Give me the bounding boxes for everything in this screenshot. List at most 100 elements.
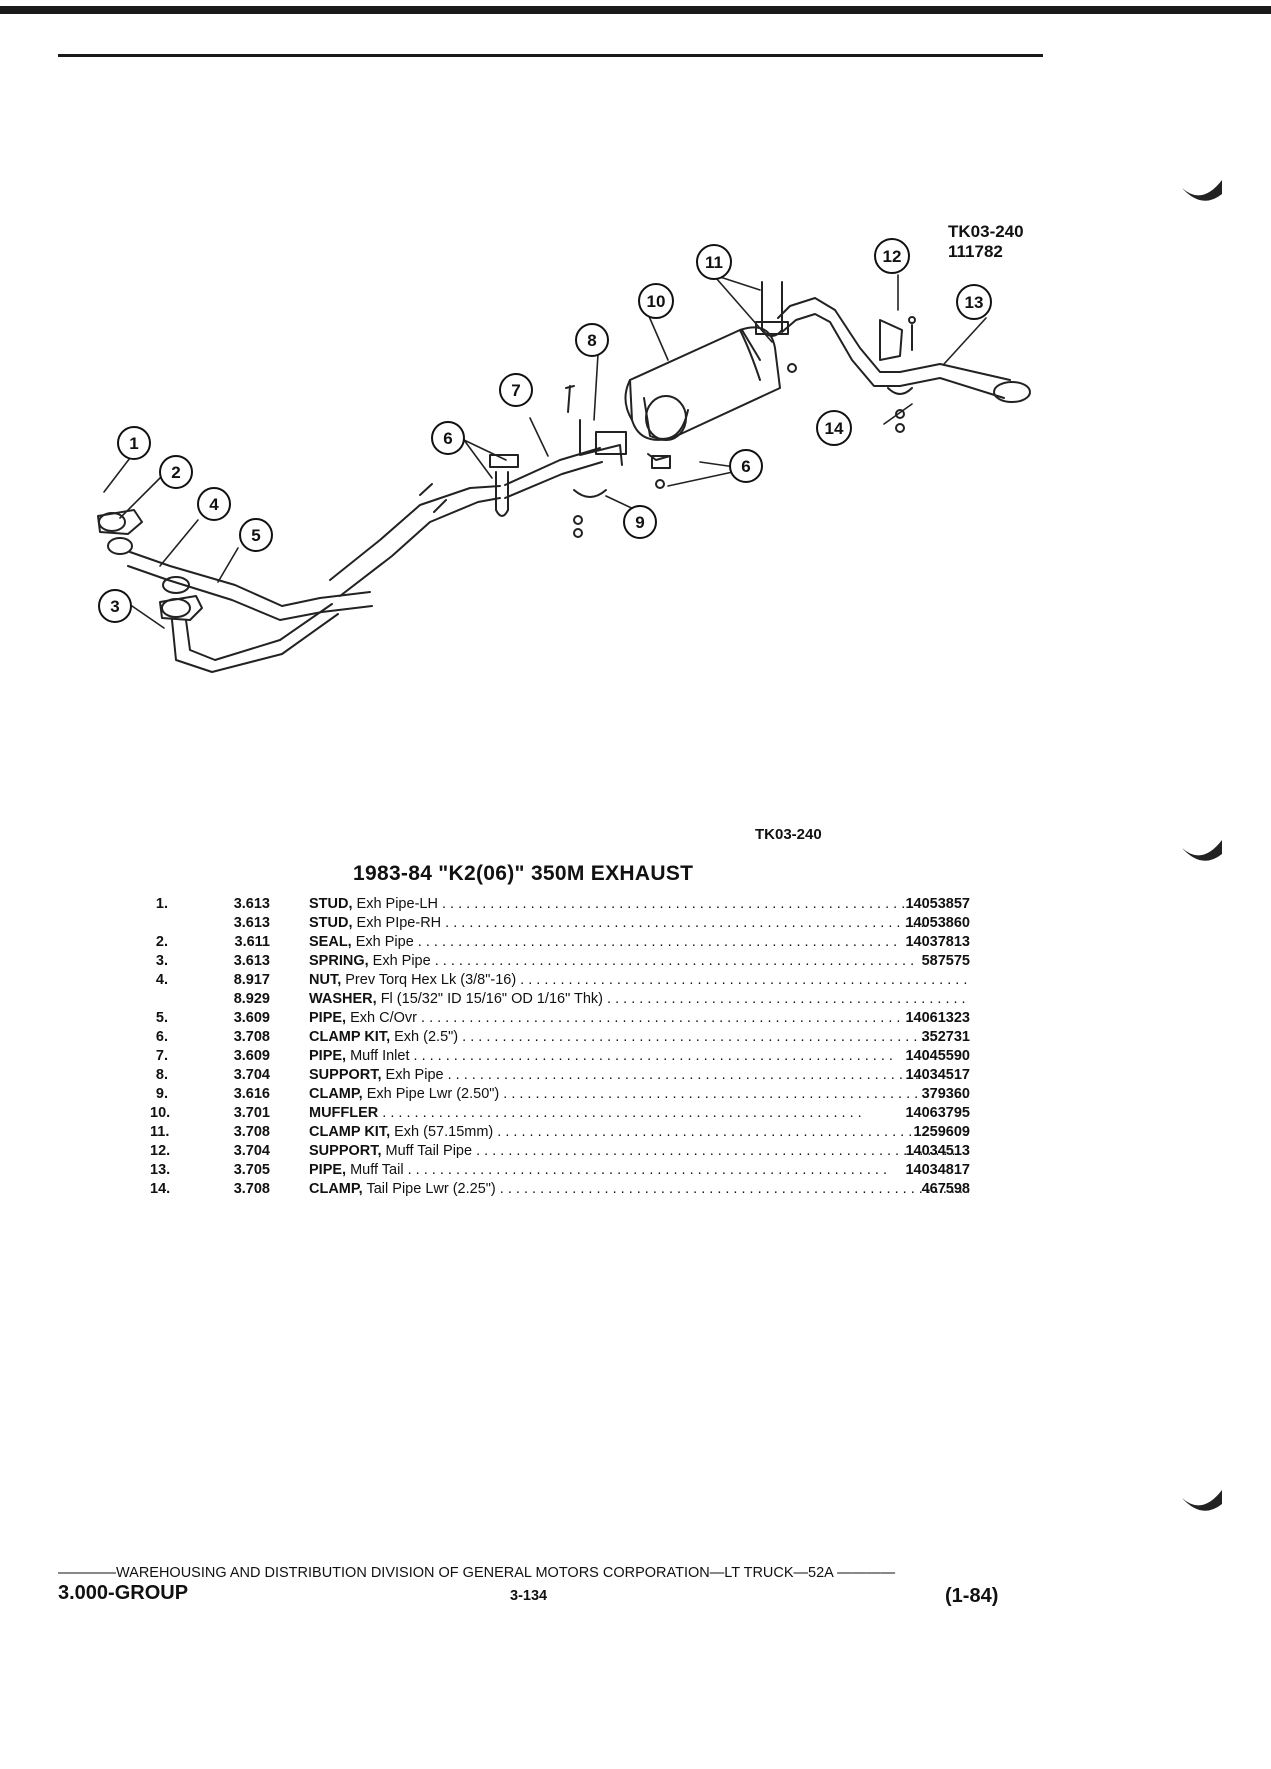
callout-10: 10 — [638, 283, 674, 319]
svg-text:14: 14 — [825, 419, 844, 438]
part-detail: Exh (57.15mm) — [390, 1124, 494, 1140]
callout-1: 1 — [117, 426, 151, 460]
svg-text:12: 12 — [883, 247, 902, 266]
callout-3: 3 — [98, 589, 132, 623]
svg-text:4: 4 — [209, 495, 219, 514]
svg-text:6: 6 — [741, 457, 750, 476]
callout-12: 12 — [874, 238, 910, 274]
callout-6: 6 — [431, 421, 465, 455]
part-catalog-number: 14061323 — [905, 1010, 970, 1026]
callout-13: 13 — [956, 284, 992, 320]
part-number: 5. — [155, 1010, 168, 1026]
leader-dots: . . . . . . . . . . . . . . . . . . . . … — [607, 991, 969, 1007]
callout-leaders — [103, 274, 987, 629]
part-catalog-number: 14045590 — [905, 1048, 970, 1064]
leader-dots: . . . . . . . . . . . . . . . . . . . . … — [409, 1048, 893, 1064]
u-clamp-left — [489, 454, 519, 517]
part-number: 1. — [155, 896, 168, 912]
part-detail: Exh Pipe-LH — [352, 896, 438, 912]
part-catalog-number: 14053857 — [905, 896, 970, 912]
svg-text:11: 11 — [705, 253, 723, 272]
svg-text:5: 5 — [251, 526, 260, 545]
part-name: CLAMP KIT, — [309, 1124, 391, 1140]
group-number: 8.917 — [233, 972, 270, 988]
part-description: WASHER, Fl (15/32" ID 15/16" OD 1/16" Th… — [309, 990, 969, 1009]
tail-pipe — [777, 297, 1031, 403]
part-number: 14. — [150, 1181, 171, 1197]
group-number: 3.708 — [233, 1029, 270, 1045]
leader-dots: . . . . . . . . . . . . . . . . . . . . … — [499, 1086, 969, 1102]
footer-group: 3.000-GROUP — [58, 1582, 189, 1604]
svg-text:9: 9 — [635, 513, 644, 532]
muffler — [624, 326, 781, 441]
part-description: STUD, Exh Pipe-LH . . . . . . . . . . . … — [309, 895, 969, 914]
group-number: 3.609 — [233, 1048, 270, 1064]
part-description: PIPE, Exh C/Ovr . . . . . . . . . . . . … — [309, 1009, 969, 1028]
part-name: SPRING, — [309, 953, 369, 969]
part-description: PIPE, Muff Tail . . . . . . . . . . . . … — [309, 1161, 969, 1180]
callout-2: 2 — [159, 455, 193, 489]
part-number: 12. — [150, 1143, 171, 1159]
group-number: 3.708 — [233, 1124, 270, 1140]
leader-dots: . . . . . . . . . . . . . . . . . . . . … — [430, 953, 915, 969]
svg-text:3: 3 — [110, 597, 119, 616]
footer-page-number: 3-134 — [510, 1588, 548, 1604]
binder-tick-mark — [1182, 180, 1222, 201]
part-number: 8. — [155, 1067, 168, 1083]
top-border-bar — [0, 6, 1271, 14]
svg-text:13: 13 — [965, 293, 984, 312]
part-name: STUD, — [309, 915, 353, 931]
part-detail: Tail Pipe Lwr (2.25") — [362, 1181, 496, 1197]
callout-4: 4 — [197, 487, 231, 521]
binder-tick-mark — [1182, 840, 1222, 861]
part-description: NUT, Prev Torq Hex Lk (3/8"-16) . . . . … — [309, 971, 969, 990]
group-number: 3.708 — [233, 1181, 270, 1197]
leader-dots: . . . . . . . . . . . . . . . . . . . . … — [472, 1143, 956, 1159]
binder-tick-mark — [1182, 1490, 1222, 1511]
callout-7: 7 — [499, 373, 533, 407]
part-catalog-number: 379360 — [921, 1086, 970, 1102]
part-catalog-number: 14037813 — [905, 934, 970, 950]
part-description: CLAMP, Tail Pipe Lwr (2.25") . . . . . .… — [309, 1180, 969, 1199]
svg-text:7: 7 — [511, 381, 520, 400]
exhaust-flange-upper — [97, 509, 143, 555]
part-number: 10. — [150, 1105, 171, 1121]
group-number: 8.929 — [233, 991, 270, 1007]
group-number: 3.613 — [233, 896, 270, 912]
section-title: 1983-84 "K2(06)" 350M EXHAUST — [353, 862, 694, 885]
part-number: 6. — [155, 1029, 168, 1045]
part-description: MUFFLER . . . . . . . . . . . . . . . . … — [309, 1104, 969, 1123]
svg-text:8: 8 — [587, 331, 596, 350]
part-catalog-number: 14063795 — [905, 1105, 970, 1121]
part-catalog-number: 14034513 — [905, 1143, 970, 1159]
part-description: SPRING, Exh Pipe . . . . . . . . . . . .… — [309, 952, 969, 971]
footer-date: (1-84) — [945, 1585, 999, 1607]
figure-label: TK03-240 — [755, 826, 822, 843]
diagram-reference: TK03-240 111782 — [948, 222, 1024, 262]
footer-publisher-line: ————WAREHOUSING AND DISTRIBUTION DIVISIO… — [58, 1565, 896, 1581]
part-name: CLAMP, — [309, 1086, 363, 1102]
part-detail: Exh Pipe — [368, 953, 431, 969]
part-name: SEAL, — [309, 934, 352, 950]
muffler-inlet-pipe — [504, 447, 603, 499]
callout-6-right: 6 — [729, 449, 763, 483]
part-detail: Exh (2.5") — [390, 1029, 459, 1045]
exhaust-flange-lower — [159, 576, 203, 621]
part-name: PIPE, — [309, 1048, 347, 1064]
group-number: 3.613 — [233, 915, 270, 931]
leader-dots: . . . . . . . . . . . . . . . . . . . . … — [437, 896, 922, 912]
part-detail: Prev Torq Hex Lk (3/8"-16) — [341, 972, 517, 988]
part-catalog-number: 467598 — [921, 1181, 970, 1197]
group-number: 3.701 — [233, 1105, 270, 1121]
svg-text:1: 1 — [129, 434, 138, 453]
part-description: CLAMP, Exh Pipe Lwr (2.50") . . . . . . … — [309, 1085, 969, 1104]
part-name: WASHER, — [309, 991, 377, 1007]
callout-14: 14 — [816, 410, 852, 446]
ref-number: 111782 — [948, 242, 1003, 261]
crossover-pipe — [127, 483, 501, 673]
part-catalog-number: 587575 — [921, 953, 970, 969]
part-name: SUPPORT, — [309, 1143, 382, 1159]
part-detail: Muff Tail Pipe — [381, 1143, 473, 1159]
part-description: SEAL, Exh Pipe . . . . . . . . . . . . .… — [309, 933, 969, 952]
leader-dots: . . . . . . . . . . . . . . . . . . . . … — [378, 1105, 862, 1121]
